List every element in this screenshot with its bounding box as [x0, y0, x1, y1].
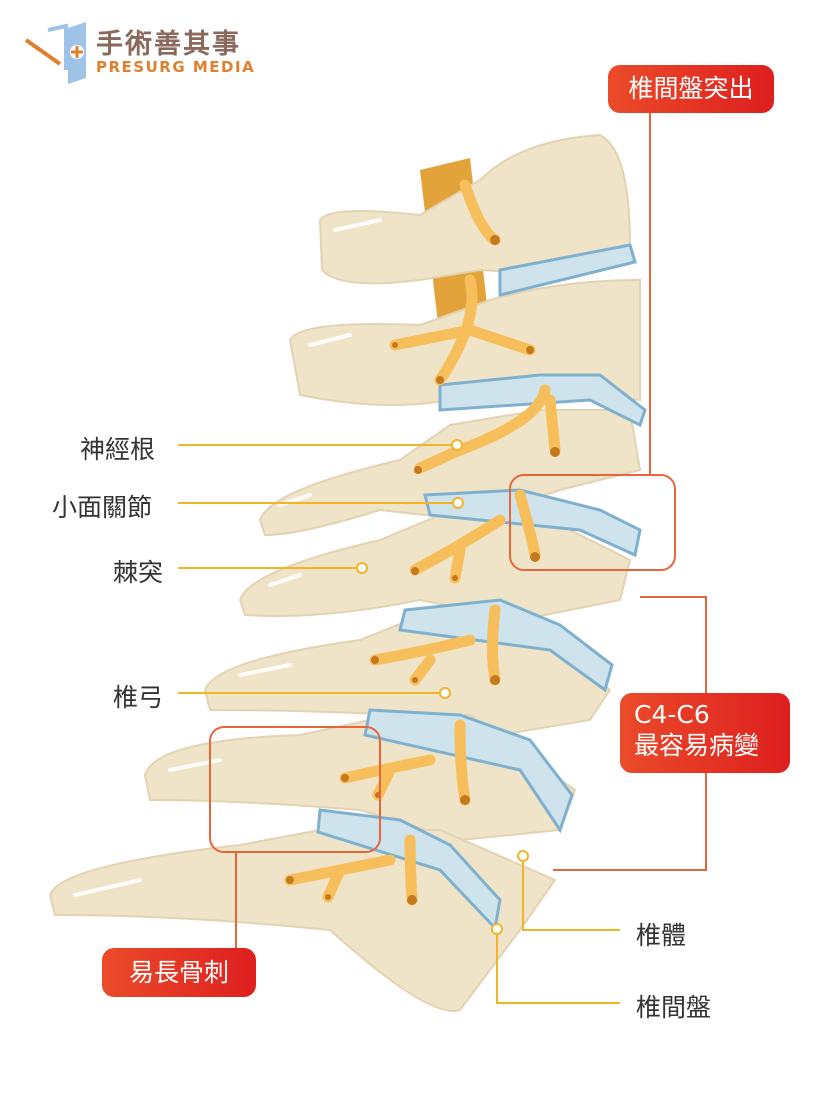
callout-disc-herniation: 椎間盤突出 [608, 65, 774, 113]
label-facet-joint: 小面關節 [52, 493, 153, 522]
label-vertebral-body: 椎體 [636, 921, 687, 950]
leader-lines [178, 444, 620, 1004]
callout-bone-spur: 易長骨刺 [102, 948, 256, 997]
label-lamina: 椎弓 [113, 683, 164, 712]
callout-c4-c6-line2: 最容易病變 [634, 731, 760, 761]
logo-name-cn: 手術善其事 [96, 29, 241, 60]
logo-name-en: PRESURG MEDIA [96, 58, 256, 76]
callout-c4-c6-line1: C4-C6 [634, 700, 710, 729]
callout-c4-c6: C4-C6 最容易病變 [620, 693, 790, 773]
label-spinous-process: 棘突 [113, 558, 164, 587]
label-intervertebral-disc: 椎間盤 [636, 993, 712, 1022]
label-nerve-root: 神經根 [80, 435, 156, 464]
logo-icon [24, 22, 86, 84]
nerve-roots [284, 179, 561, 906]
